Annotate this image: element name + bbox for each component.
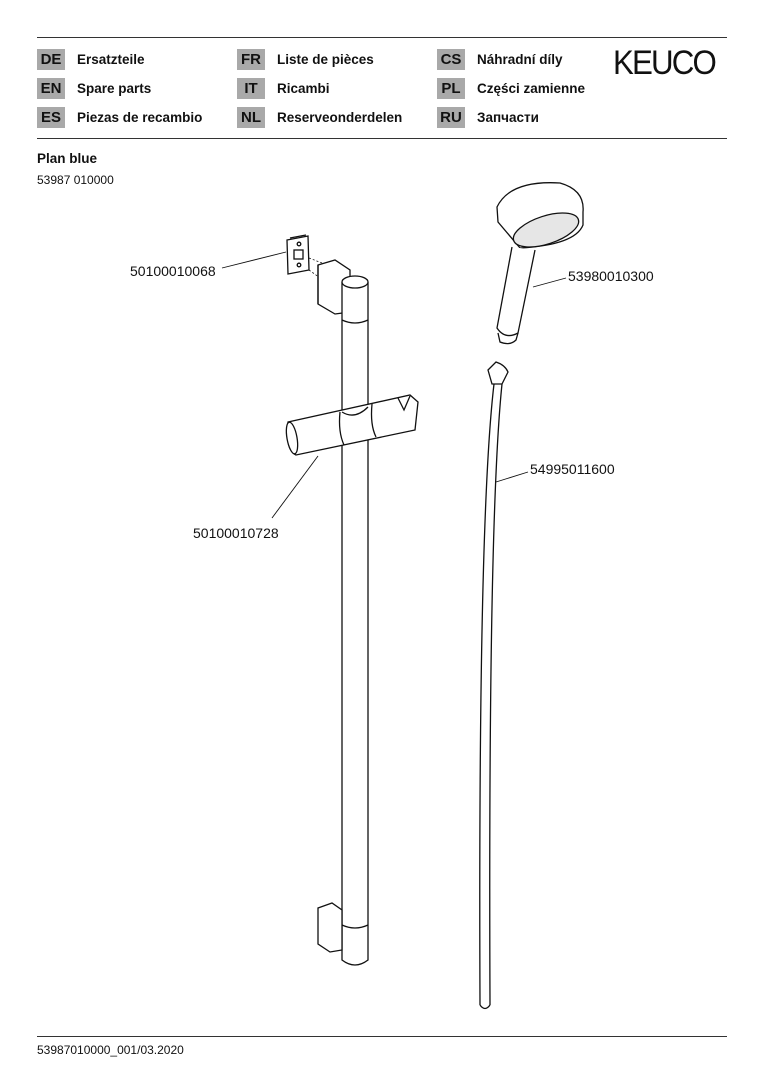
lang-code: PL [437, 77, 465, 99]
lang-es: ES Piezas de recambio [37, 106, 202, 128]
hand-shower-drawing [496, 182, 584, 345]
lang-label: Náhradní díly [477, 51, 563, 67]
lang-label: Запчасти [477, 109, 539, 125]
product-name: Plan blue [37, 151, 98, 166]
lang-label: Reserveonderdelen [277, 109, 403, 125]
lang-pl: PL Części zamienne [437, 77, 585, 99]
shower-rail-drawing [341, 275, 369, 966]
leader-hand-shower [532, 277, 567, 288]
part-number-hand-shower: 53980010300 [568, 268, 654, 284]
product-number: 53987 010000 [37, 173, 114, 187]
lang-en: EN Spare parts [37, 77, 151, 99]
leader-hose [495, 471, 529, 483]
lang-fr: FR Liste de pièces [237, 48, 374, 70]
footer-rule [37, 1036, 727, 1037]
bottom-bracket-drawing [317, 902, 343, 953]
leader-wall-bracket [221, 251, 287, 269]
lang-code: IT [237, 77, 265, 99]
leader-slider [271, 455, 319, 519]
part-number-hose: 54995011600 [530, 461, 615, 477]
document-id: 53987010000_001/03.2020 [37, 1043, 184, 1057]
lang-label: Piezas de recambio [77, 109, 203, 125]
lang-label: Części zamienne [477, 80, 586, 96]
lang-code: RU [437, 106, 465, 128]
lang-de: DE Ersatzteile [37, 48, 145, 70]
lang-nl: NL Reserveonderdelen [237, 106, 402, 128]
keuco-logo: KEUCO [613, 44, 717, 82]
slider-drawing [285, 394, 419, 456]
lang-code: CS [437, 48, 465, 70]
hose-drawing [479, 361, 509, 1010]
lang-label: Spare parts [77, 80, 152, 96]
lang-label: Ersatzteile [77, 51, 145, 67]
lang-label: Liste de pièces [277, 51, 374, 67]
lang-cs: CS Náhradní díly [437, 48, 563, 70]
part-number-slider: 50100010728 [193, 525, 279, 541]
lang-code: DE [37, 48, 65, 70]
lang-label: Ricambi [277, 80, 330, 96]
lang-it: IT Ricambi [237, 77, 330, 99]
header-rule [37, 138, 727, 139]
lang-code: NL [237, 106, 265, 128]
lang-code: EN [37, 77, 65, 99]
lang-ru: RU Запчасти [437, 106, 539, 128]
part-number-wall-bracket: 50100010068 [130, 263, 216, 279]
lang-code: ES [37, 106, 65, 128]
lang-code: FR [237, 48, 265, 70]
top-rule [37, 37, 727, 38]
